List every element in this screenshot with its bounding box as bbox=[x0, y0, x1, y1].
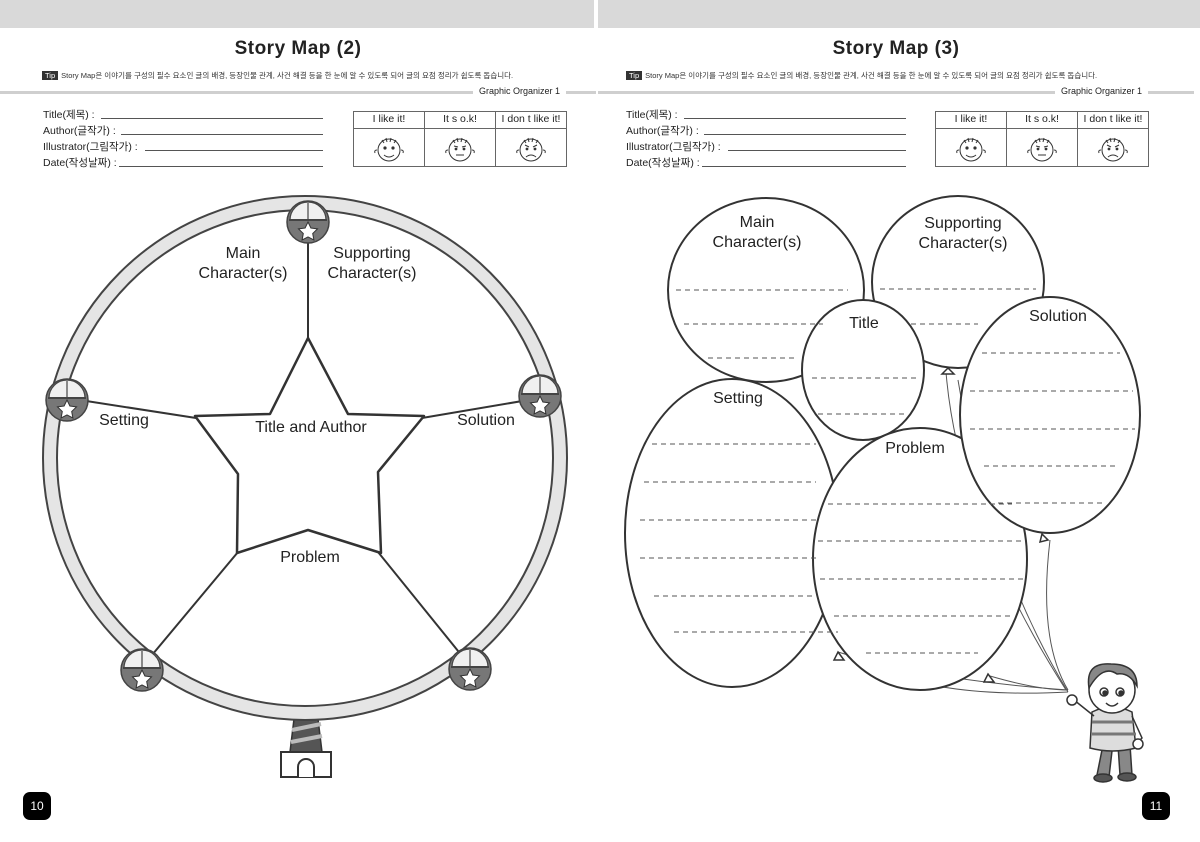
balloon-knots bbox=[832, 366, 1050, 683]
rating-like[interactable]: I like it! bbox=[936, 112, 1007, 166]
rating-ok[interactable]: It s o.k! bbox=[1007, 112, 1078, 166]
organizer-label: Graphic Organizer 1 bbox=[1054, 86, 1148, 96]
rating-table: I like it! It s o.k! I don t like it! bbox=[353, 111, 567, 167]
wheel-stand bbox=[280, 718, 332, 778]
top-band-right bbox=[598, 0, 1200, 28]
author-field[interactable]: Author(글작가) : bbox=[626, 123, 906, 139]
gondola-top bbox=[286, 200, 330, 244]
boy-illustration bbox=[1066, 663, 1144, 783]
tip-text: Story Map은 이야기를 구성의 필수 요소인 글의 배경, 등장인물 관… bbox=[645, 71, 1098, 80]
neutral-face-icon bbox=[1027, 137, 1057, 162]
gondola-bottom-right bbox=[448, 647, 492, 691]
tip-text: Story Map은 이야기를 구성의 필수 요소인 글의 배경, 등장인물 관… bbox=[61, 71, 514, 80]
balloon-setting-label: Setting bbox=[713, 390, 763, 407]
rating-dislike[interactable]: I don t like it! bbox=[1078, 112, 1148, 166]
balloon-setting[interactable] bbox=[624, 378, 840, 688]
balloon-title-label: Title bbox=[849, 315, 879, 332]
book-info-fields: Title(제목) : Author(글작가) : Illustrator(그림… bbox=[43, 107, 323, 171]
title-field[interactable]: Title(제목) : bbox=[626, 107, 906, 123]
wheel-problem-label[interactable]: Problem bbox=[280, 549, 340, 566]
rating-ok[interactable]: It s o.k! bbox=[425, 112, 496, 166]
organizer-divider bbox=[598, 91, 1194, 94]
balloon-problem[interactable] bbox=[812, 427, 1028, 691]
gondola-left bbox=[45, 378, 89, 422]
balloon-problem-label: Problem bbox=[885, 440, 945, 457]
date-field[interactable]: Date(작성날짜) : bbox=[626, 155, 906, 171]
wheel-center-label[interactable]: Title and Author bbox=[255, 419, 367, 436]
balloon-solution-label: Solution bbox=[1029, 308, 1087, 325]
page-title: Story Map (3) bbox=[832, 38, 960, 59]
center-star bbox=[193, 336, 426, 555]
author-field[interactable]: Author(글작가) : bbox=[43, 123, 323, 139]
rating-like[interactable]: I like it! bbox=[354, 112, 425, 166]
rating-table: I like it! It s o.k! I don t like it! bbox=[935, 111, 1149, 167]
sad-face-icon bbox=[1098, 137, 1128, 162]
gondola-bottom-left bbox=[120, 648, 164, 692]
organizer-label: Graphic Organizer 1 bbox=[472, 86, 566, 96]
gondola-right bbox=[518, 374, 562, 418]
balloon-solution[interactable] bbox=[959, 296, 1141, 534]
book-info-fields: Title(제목) : Author(글작가) : Illustrator(그림… bbox=[626, 107, 906, 171]
wheel-setting-label[interactable]: Setting bbox=[99, 412, 149, 429]
organizer-divider bbox=[0, 91, 596, 94]
rating-dislike[interactable]: I don t like it! bbox=[496, 112, 566, 166]
tip-badge: Tip bbox=[626, 71, 643, 80]
date-field[interactable]: Date(작성날짜) : bbox=[43, 155, 323, 171]
neutral-face-icon bbox=[445, 137, 475, 162]
illustrator-field[interactable]: Illustrator(그림작가) : bbox=[43, 139, 323, 155]
illustrator-field[interactable]: Illustrator(그림작가) : bbox=[626, 139, 906, 155]
happy-face-icon bbox=[374, 137, 404, 162]
sad-face-icon bbox=[516, 137, 546, 162]
top-band-left bbox=[0, 0, 594, 28]
page-number: 11 bbox=[1142, 792, 1170, 820]
writing-lines bbox=[640, 288, 1135, 654]
page-title: Story Map (2) bbox=[234, 38, 362, 59]
title-field[interactable]: Title(제목) : bbox=[43, 107, 323, 123]
tip-badge: Tip bbox=[42, 71, 59, 80]
happy-face-icon bbox=[956, 137, 986, 162]
page-number: 10 bbox=[23, 792, 51, 820]
balloon-title[interactable] bbox=[801, 299, 925, 441]
wheel-solution-label[interactable]: Solution bbox=[457, 412, 515, 429]
